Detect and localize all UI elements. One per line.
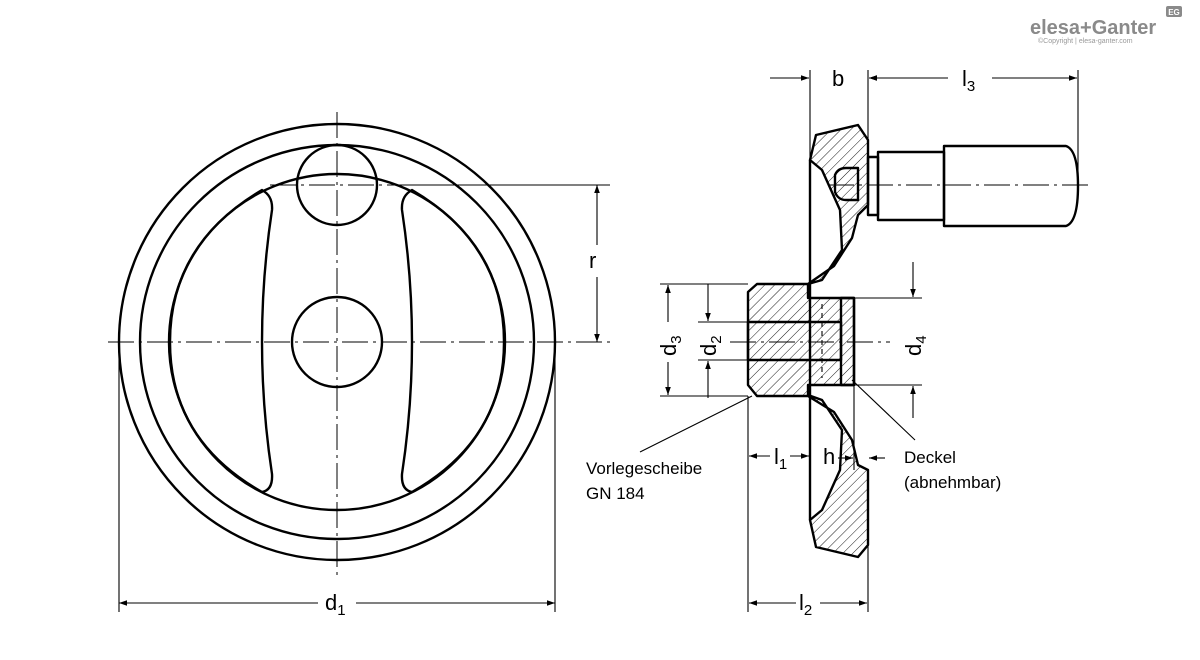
spoke-window-right [400, 188, 506, 494]
side-view [730, 123, 1090, 559]
annotation-cover: Deckel (abnehmbar) [851, 379, 1001, 492]
label-d3: d3 [656, 335, 685, 356]
dimension-l2: l2 [749, 590, 867, 619]
brand-copyright: ©Copyright | elesa-ganter.com [1038, 37, 1133, 45]
washer-label-line1: Vorlegescheibe [586, 459, 702, 478]
bore [746, 320, 843, 362]
brand-logo: elesa+Ganter EG ©Copyright | elesa-gante… [1030, 6, 1182, 45]
dimension-b: b [770, 66, 908, 160]
dimension-d4: d4 [854, 262, 930, 418]
dimension-d3: d3 [656, 283, 748, 397]
dimension-h: h [823, 385, 885, 612]
handle-shaft [876, 150, 946, 222]
label-d1: d1 [325, 590, 346, 619]
label-r: r [589, 248, 596, 273]
brand-badge-text: EG [1168, 8, 1180, 17]
cover-label-line1: Deckel [904, 448, 956, 467]
brand-badge-icon [1166, 6, 1182, 17]
cover-leader [851, 379, 916, 441]
handle-spigot [833, 166, 860, 202]
dimension-d1: d1 [118, 342, 556, 619]
cover-label-line2: (abnehmbar) [904, 473, 1001, 492]
label-d4: d4 [901, 335, 930, 356]
dimension-d2: d2 [696, 284, 748, 398]
dimension-r: r [589, 185, 600, 342]
label-b: b [832, 66, 844, 91]
label-h: h [823, 444, 835, 469]
dimension-l3: l3 [869, 66, 1079, 186]
washer-label-line2: GN 184 [586, 484, 645, 503]
washer-leader [639, 395, 753, 453]
label-l1: l1 [774, 444, 787, 473]
annotation-washer: Vorlegescheibe GN 184 [586, 395, 753, 503]
front-view [108, 112, 610, 580]
handle-grip [942, 144, 1080, 228]
brand-name: elesa+Ganter [1030, 17, 1156, 39]
dimension-l1: l1 [747, 396, 811, 612]
label-l2: l2 [799, 590, 812, 619]
section-hatch [746, 123, 870, 559]
spoke-window-left [168, 188, 274, 494]
handle-collar [866, 155, 880, 217]
label-l3: l3 [962, 66, 975, 95]
label-d2: d2 [696, 335, 725, 356]
